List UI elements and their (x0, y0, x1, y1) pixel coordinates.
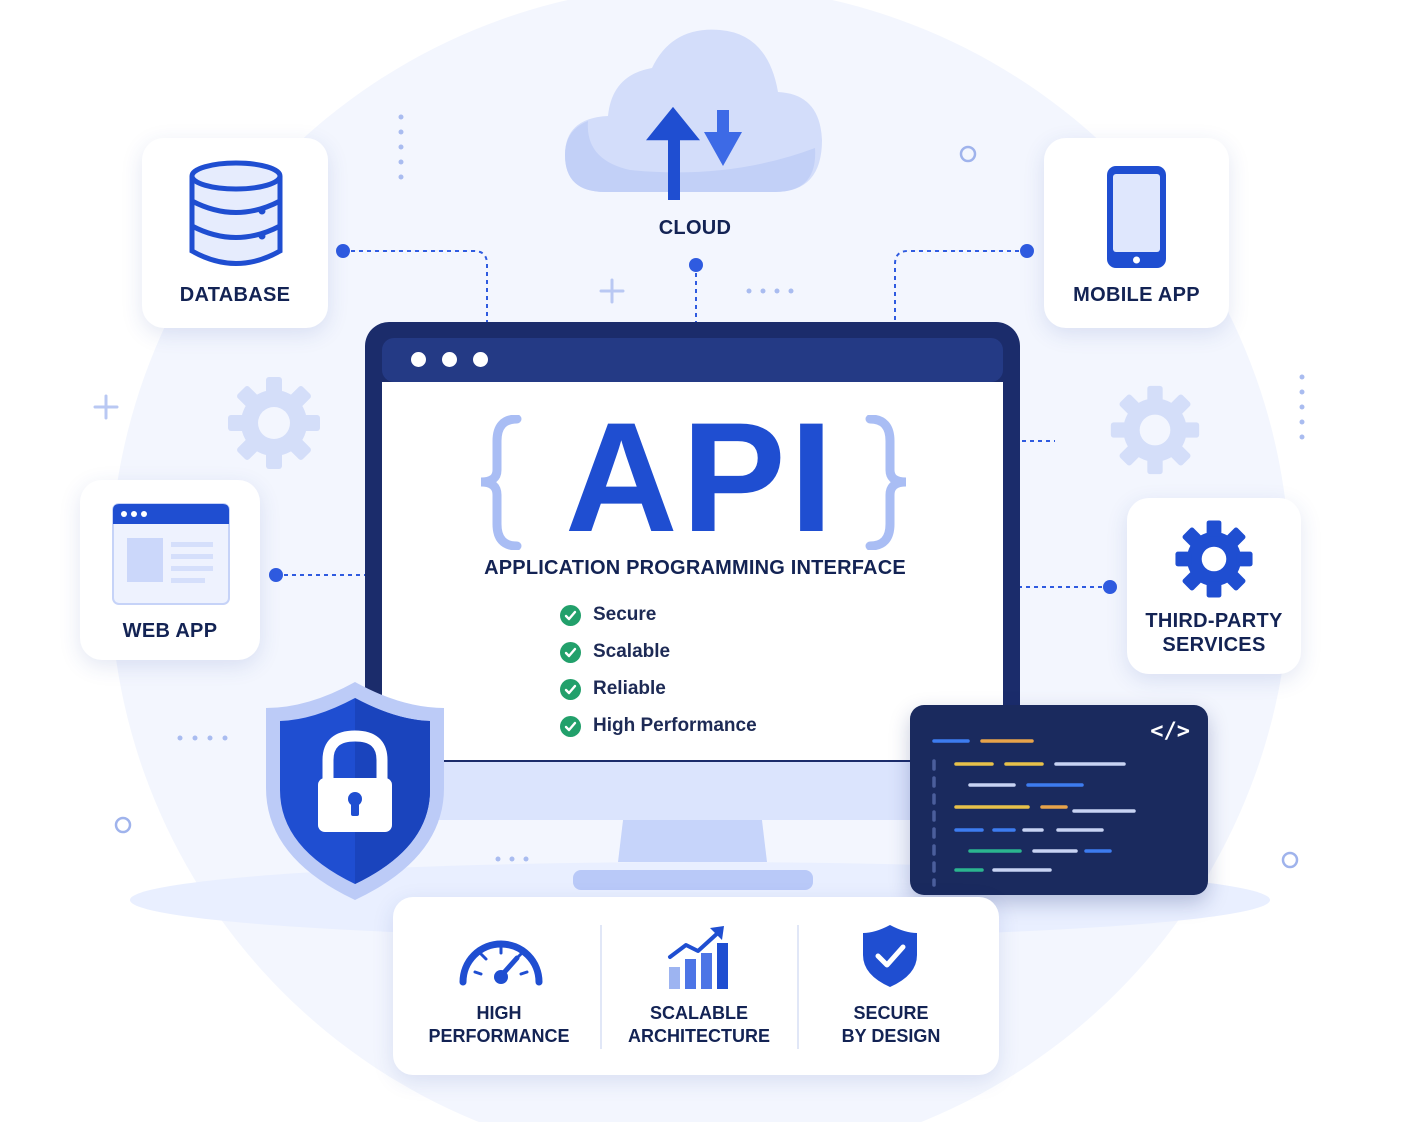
feature-item: Secure (560, 604, 656, 626)
api-title: API (564, 391, 838, 565)
benefit-label-line1: SECURE (853, 1003, 929, 1023)
database-label: DATABASE (179, 284, 291, 306)
benefit-label-line1: SCALABLE (650, 1003, 748, 1023)
window-dot-icon (442, 352, 457, 367)
window-dot-icon (473, 352, 488, 367)
window-dot-icon (411, 352, 426, 367)
monitor-frame (365, 322, 1020, 890)
feature-item: Reliable (560, 678, 666, 700)
third-party-services-card: THIRD-PARTY SERVICES (1127, 498, 1301, 674)
feature-label: Reliable (593, 678, 666, 699)
benefit-label-line2: ARCHITECTURE (628, 1026, 770, 1046)
mobile-app-label: MOBILE APP (1073, 284, 1200, 306)
api-subtitle: APPLICATION PROGRAMMING INTERFACE (484, 557, 906, 579)
web-app-card: WEB APP (80, 480, 260, 660)
cloud-icon (565, 29, 822, 200)
gear-icon (1175, 520, 1253, 598)
close-brace-icon (865, 415, 907, 550)
gear-icon (1110, 385, 1200, 475)
third-party-label-line1: THIRD-PARTY (1145, 610, 1283, 632)
mobile-phone-icon (1107, 166, 1166, 268)
check-circle-icon (560, 715, 581, 737)
speedometer-icon (459, 940, 543, 986)
feature-item: High Performance (560, 715, 757, 737)
divider (797, 925, 799, 1049)
third-party-label-line2: SERVICES (1162, 634, 1266, 656)
database-icon (189, 160, 283, 266)
check-circle-icon (560, 641, 581, 663)
code-lines (932, 739, 1136, 887)
database-card: DATABASE (142, 138, 328, 328)
feature-label: Scalable (593, 641, 671, 662)
divider (600, 925, 602, 1049)
code-panel: </> (910, 705, 1208, 895)
feature-label: Secure (593, 604, 657, 625)
gear-icon (228, 377, 320, 469)
check-circle-icon (560, 678, 581, 700)
browser-window-icon (112, 503, 230, 605)
window-controls (411, 352, 488, 367)
cloud-label: CLOUD (658, 217, 732, 239)
open-brace-icon (480, 415, 522, 550)
web-app-label: WEB APP (122, 620, 218, 642)
growth-chart-icon (668, 926, 728, 989)
shield-lock-icon (266, 682, 444, 900)
benefit-label-line2: PERFORMANCE (428, 1026, 570, 1046)
mobile-app-card: MOBILE APP (1044, 138, 1229, 328)
monitor (365, 322, 1020, 892)
feature-label: High Performance (593, 715, 757, 736)
benefit-label-line2: BY DESIGN (841, 1026, 941, 1046)
feature-item: Scalable (560, 641, 670, 663)
benefits-card: HIGH PERFORMANCE SCALABLE ARCHITECTURE S… (393, 897, 999, 1075)
shield-check-icon (863, 925, 917, 987)
code-tag-label: </> (1150, 719, 1190, 744)
benefit-label-line1: HIGH (476, 1003, 522, 1023)
cloud-node: CLOUD (560, 20, 830, 250)
check-circle-icon (560, 604, 581, 626)
